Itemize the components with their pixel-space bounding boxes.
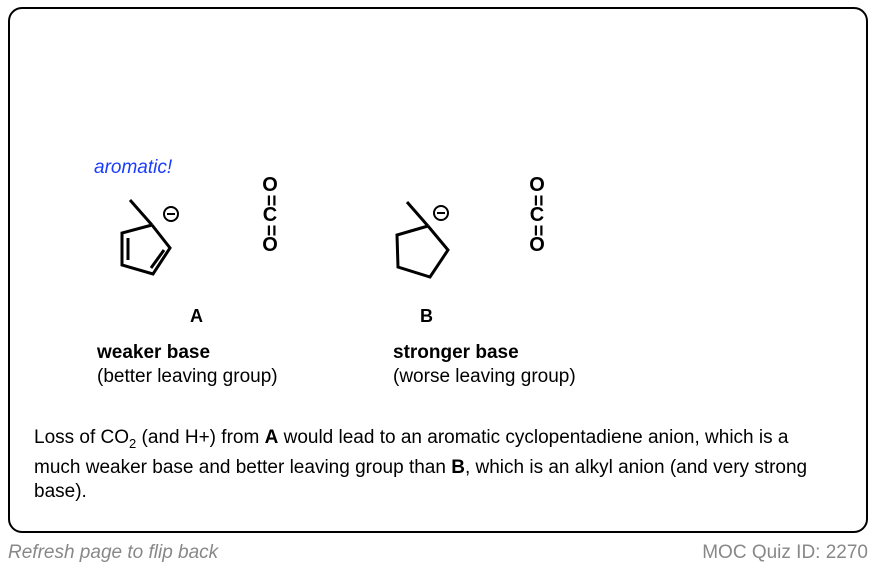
molecule-a-structure [120, 199, 172, 276]
minus-charge-icon [163, 206, 179, 222]
molecule-a-title: weaker base [97, 342, 211, 363]
molecule-a-subtitle: (better leaving group) [97, 366, 278, 387]
molecule-b-subtitle: (worse leaving group) [393, 366, 576, 387]
molecule-b-title: stronger base [393, 342, 519, 363]
co2-molecule-b: O=C=O [526, 174, 549, 256]
aromatic-annotation: aromatic! [94, 157, 173, 178]
label-a: A [190, 306, 203, 326]
explanation-text: Loss of CO2 (and H+) from A would lead t… [34, 427, 808, 502]
minus-charge-icon [433, 205, 449, 221]
label-b: B [420, 306, 433, 326]
quiz-card[interactable] [8, 7, 868, 533]
molecule-b-structure [395, 201, 450, 279]
co2-molecule-a: O=C=O [259, 174, 282, 256]
refresh-hint: Refresh page to flip back [8, 542, 219, 563]
quiz-id: MOC Quiz ID: 2270 [702, 542, 868, 563]
